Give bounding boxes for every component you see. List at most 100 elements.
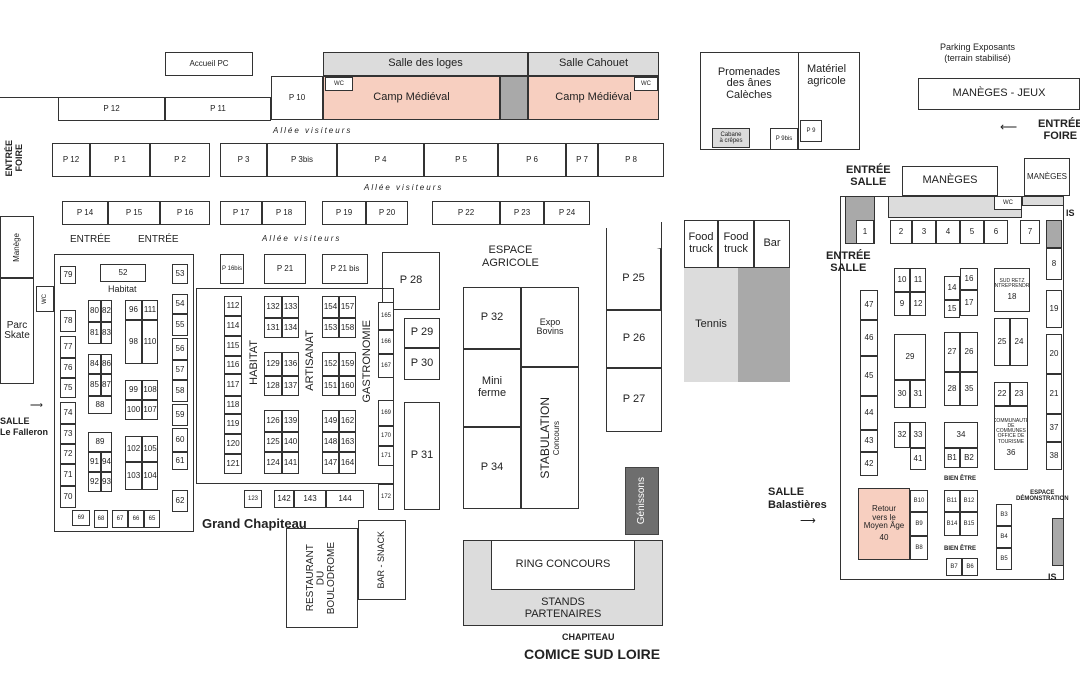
stand[interactable]: 133 — [282, 296, 299, 318]
stand[interactable]: 111 — [142, 300, 158, 320]
stand-p5[interactable]: P 5 — [424, 143, 498, 177]
stand[interactable]: 126 — [264, 410, 282, 432]
stand[interactable]: B10 — [910, 490, 928, 512]
stand[interactable]: B9 — [910, 512, 928, 536]
bar-snack[interactable]: BAR - SNACK — [358, 520, 406, 600]
stand[interactable]: 65 — [144, 510, 160, 528]
stand[interactable]: 103 — [125, 462, 142, 490]
stand-p31[interactable]: P 31 — [404, 402, 440, 510]
stand[interactable]: 45 — [860, 356, 878, 396]
stand[interactable]: 140 — [282, 432, 299, 452]
stand[interactable]: 76 — [60, 358, 76, 378]
stand[interactable]: 12 — [910, 292, 926, 316]
stand[interactable]: 54 — [172, 294, 188, 314]
stand[interactable]: 19 — [1046, 290, 1062, 328]
stand-p18[interactable]: P 18 — [262, 201, 306, 225]
salle-cahouet[interactable]: Salle Cahouet — [528, 52, 659, 76]
stand[interactable]: 123 — [244, 490, 262, 508]
stand-p23[interactable]: P 23 — [500, 201, 544, 225]
wc-cahouet[interactable]: WC — [634, 77, 658, 91]
stand[interactable]: 25 — [994, 318, 1010, 366]
stand[interactable]: 117 — [224, 374, 242, 396]
stand[interactable]: 15 — [944, 300, 960, 318]
stand[interactable]: 41 — [910, 448, 926, 470]
stand[interactable]: 80 — [88, 300, 101, 322]
stand[interactable]: 81 — [88, 322, 101, 344]
stand[interactable]: 77 — [60, 336, 76, 358]
stand[interactable]: 163 — [339, 432, 356, 452]
stand[interactable]: 33 — [910, 422, 926, 448]
stand[interactable]: 46 — [860, 320, 878, 356]
stand[interactable]: 116 — [224, 356, 242, 374]
stand-p16bis[interactable]: P 16bis — [220, 254, 244, 284]
stand[interactable]: 120 — [224, 434, 242, 454]
stand[interactable]: B15 — [960, 512, 978, 536]
ring-concours[interactable]: RING CONCOURS — [491, 540, 635, 590]
stand[interactable]: 44 — [860, 396, 878, 430]
stand[interactable]: 17 — [960, 290, 978, 316]
stand[interactable]: 37 — [1046, 414, 1062, 442]
stand[interactable]: 6 — [984, 220, 1008, 244]
stand[interactable]: 22 — [994, 382, 1010, 406]
stand[interactable]: B8 — [910, 536, 928, 560]
mini-ferme[interactable]: Mini ferme — [463, 349, 521, 427]
stand-p10[interactable]: P 10 — [271, 76, 323, 120]
stand[interactable]: 5 — [960, 220, 984, 244]
genissons[interactable]: Génissons — [625, 467, 659, 535]
stand-p24[interactable]: P 24 — [544, 201, 590, 225]
stand-p19[interactable]: P 19 — [322, 201, 366, 225]
stand[interactable]: 141 — [282, 452, 299, 474]
stand[interactable]: 59 — [172, 404, 188, 426]
wc-left[interactable]: WC — [36, 286, 54, 312]
stand[interactable]: 82 — [101, 300, 112, 322]
stand[interactable]: 85 — [88, 374, 101, 396]
stand[interactable]: B6 — [962, 558, 978, 576]
stand[interactable]: 55 — [172, 314, 188, 336]
stand[interactable]: 151 — [322, 376, 339, 396]
stand[interactable]: 29 — [894, 334, 926, 380]
stand[interactable]: 16 — [960, 268, 978, 290]
stabulation[interactable]: STABULATION Concours — [521, 367, 579, 509]
stand[interactable]: 143 — [294, 490, 326, 508]
stand[interactable]: 170 — [378, 426, 394, 446]
stand[interactable]: 60 — [172, 428, 188, 452]
stand[interactable]: 62 — [172, 490, 188, 512]
stand[interactable]: 4 — [936, 220, 960, 244]
stand[interactable]: 166 — [378, 330, 394, 354]
stand[interactable]: 125 — [264, 432, 282, 452]
stand[interactable]: 69 — [72, 510, 90, 526]
stand[interactable]: 2 — [890, 220, 912, 244]
stand-p22[interactable]: P 22 — [432, 201, 500, 225]
stand[interactable]: 21 — [1046, 374, 1062, 414]
accueil-pc[interactable]: Accueil PC — [165, 52, 253, 76]
stand[interactable]: 152 — [322, 352, 339, 376]
maneges-1[interactable]: MANÈGES — [902, 166, 998, 196]
stand[interactable]: 61 — [172, 452, 188, 470]
stand-p3bis[interactable]: P 3bis — [267, 143, 337, 177]
stand[interactable]: 27 — [944, 332, 960, 372]
tennis[interactable]: Tennis — [684, 268, 738, 382]
stand[interactable]: 66 — [128, 510, 144, 528]
cabane-crepes[interactable]: Cabane à crêpes — [712, 128, 750, 148]
stand[interactable]: 136 — [282, 352, 299, 376]
stand[interactable]: 34 — [944, 422, 978, 448]
stand[interactable]: 134 — [282, 318, 299, 338]
maneges-jeux[interactable]: MANÈGES - JEUX — [918, 78, 1080, 110]
communaute[interactable]: COMMUNAUTÉ DE COMMUNES OFFICE DE TOURISM… — [994, 406, 1028, 470]
stand[interactable]: 11 — [910, 268, 926, 292]
stand[interactable]: 28 — [944, 372, 960, 406]
parc-skate[interactable]: Parc Skate — [0, 278, 34, 384]
wc-loges[interactable]: WC — [325, 77, 353, 91]
stand[interactable]: 32 — [894, 422, 910, 448]
stand[interactable]: 121 — [224, 454, 242, 474]
stand[interactable]: 129 — [264, 352, 282, 376]
stand[interactable]: 149 — [322, 410, 339, 432]
stand[interactable]: 99 — [125, 380, 142, 400]
maneges-2[interactable]: MANÈGES — [1024, 158, 1070, 196]
stand[interactable]: 38 — [1046, 442, 1062, 470]
stand-p20[interactable]: P 20 — [366, 201, 408, 225]
stand[interactable]: 96 — [125, 300, 142, 320]
stand[interactable]: 87 — [101, 374, 112, 396]
sud-retz[interactable]: SUD RETZ ENTREPRENDRE18 — [994, 268, 1030, 312]
